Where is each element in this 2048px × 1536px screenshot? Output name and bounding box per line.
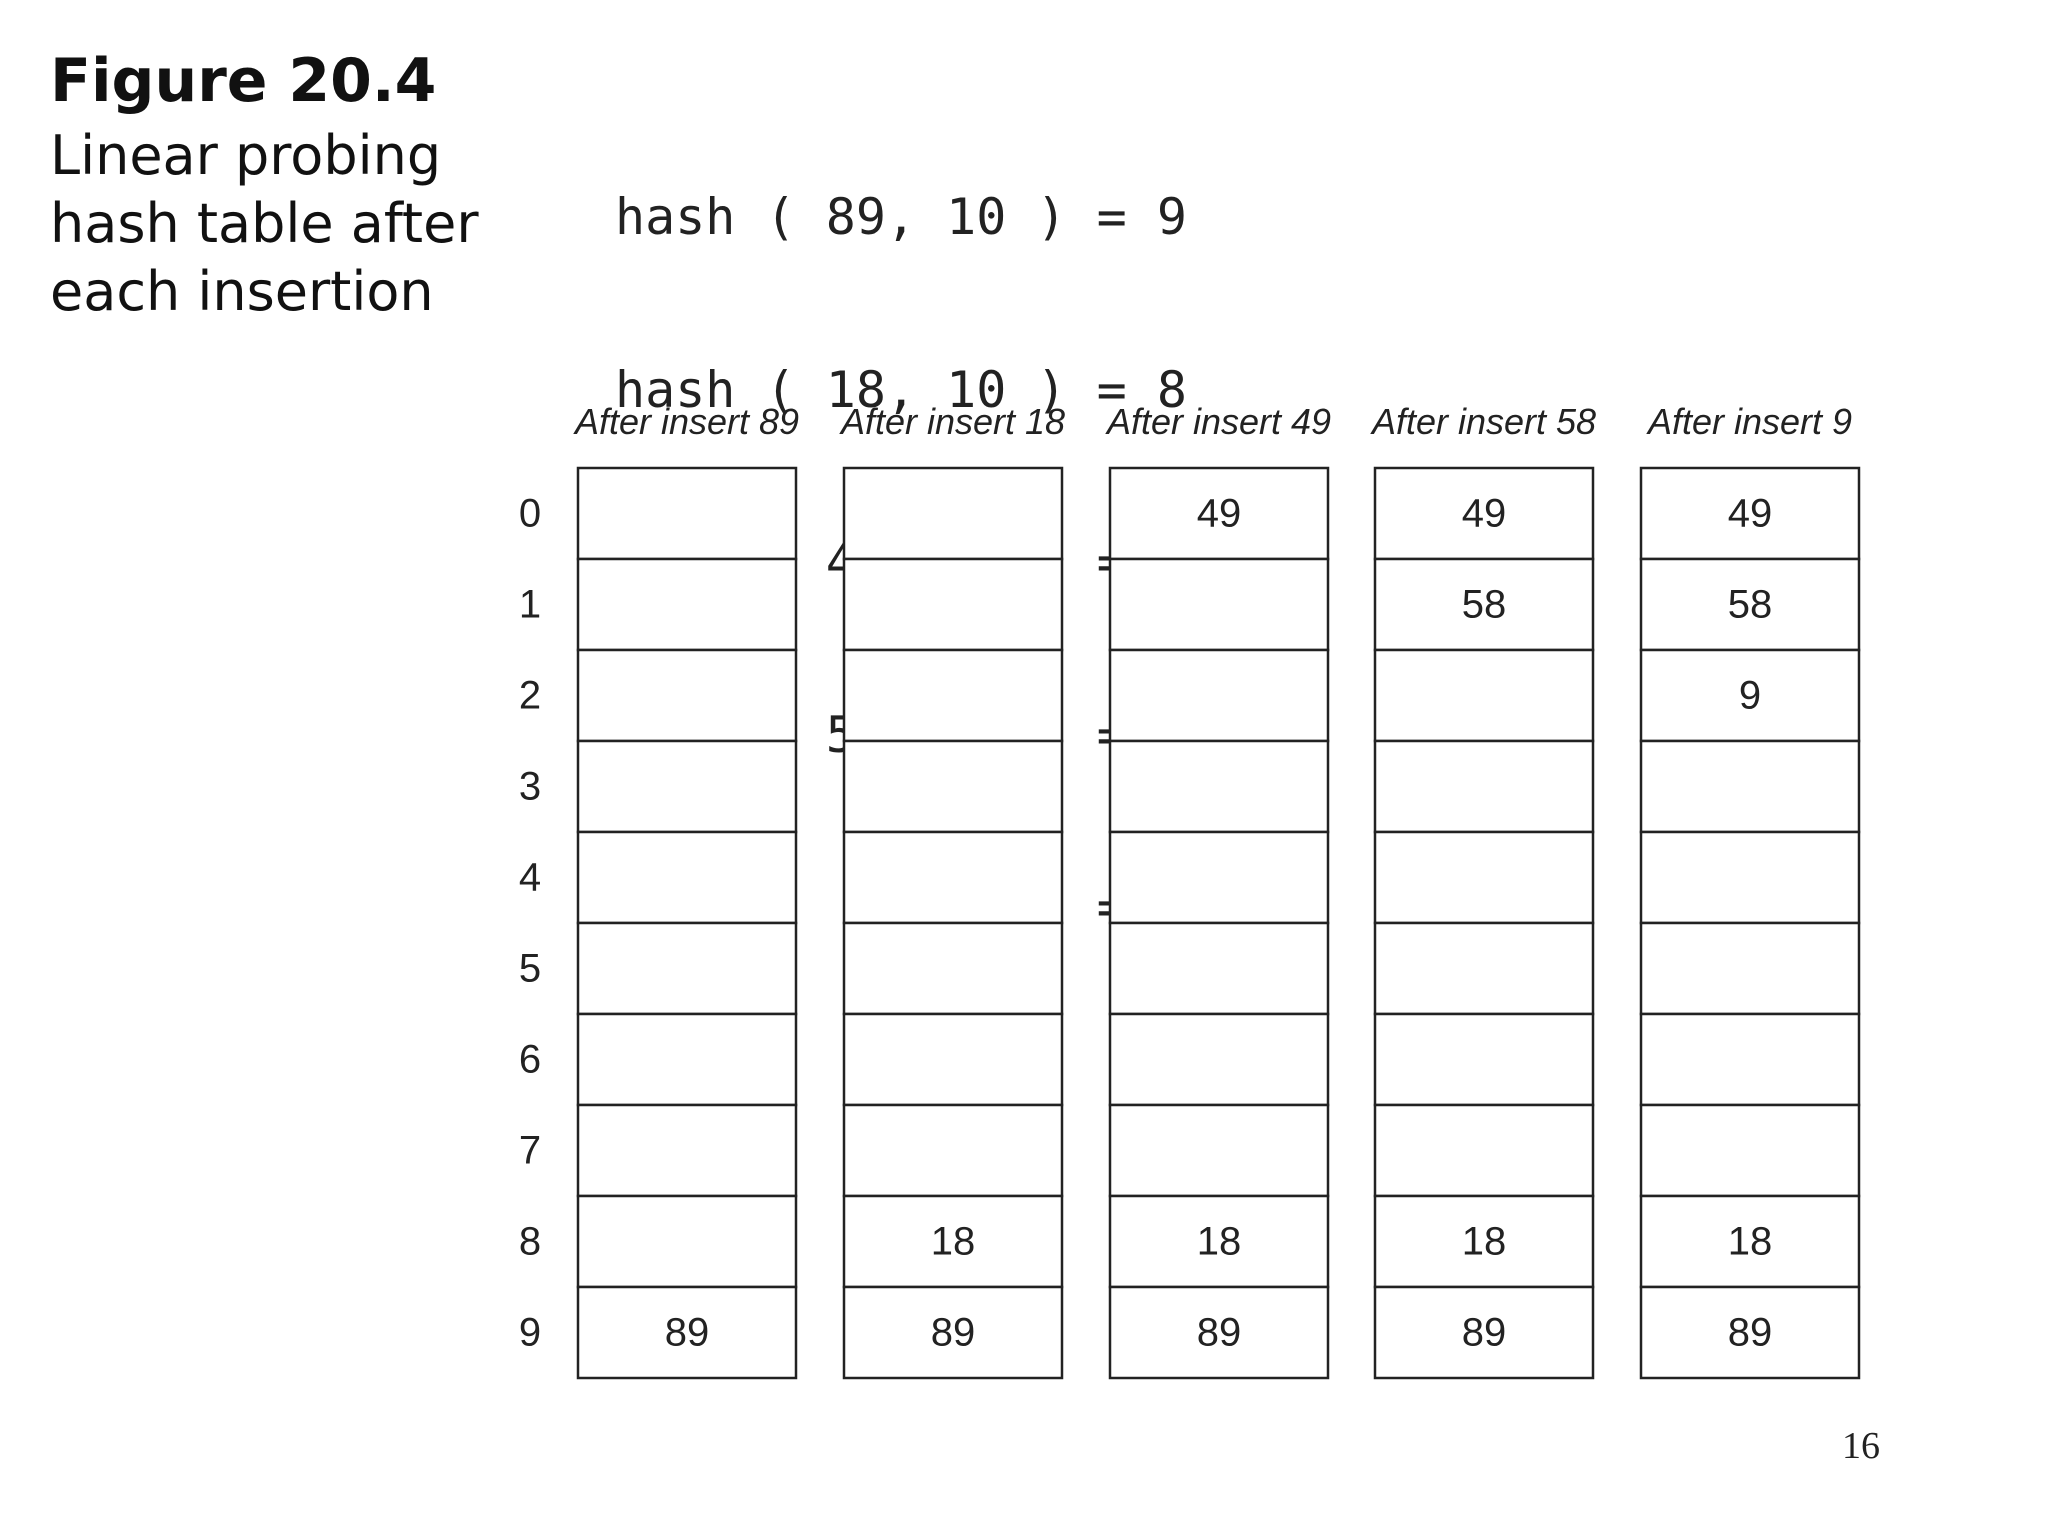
row-index-label: 0	[519, 492, 541, 536]
table-slot	[1373, 921, 1595, 1016]
table-slot	[1108, 921, 1330, 1016]
table-slot	[1373, 466, 1595, 561]
table-slot	[576, 830, 798, 925]
table-slot	[1639, 466, 1861, 561]
table-slot	[842, 1103, 1064, 1198]
snapshot-label: After insert 18	[839, 401, 1065, 442]
table-slot	[1108, 739, 1330, 834]
slot-value: 58	[1728, 583, 1773, 627]
row-index-label: 1	[519, 583, 541, 627]
table-slot	[1373, 830, 1595, 925]
slot-value: 49	[1197, 492, 1242, 536]
table-slot	[842, 921, 1064, 1016]
table-slot	[1373, 1285, 1595, 1380]
table-slot	[842, 466, 1064, 561]
table-slot	[1108, 1194, 1330, 1289]
slot-value: 18	[1728, 1220, 1773, 1264]
table-slot	[1373, 1012, 1595, 1107]
snapshot-label: After insert 49	[1105, 401, 1331, 442]
slot-value: 18	[1197, 1220, 1242, 1264]
table-slot	[842, 648, 1064, 743]
table-slot	[1108, 557, 1330, 652]
table-slot	[842, 739, 1064, 834]
table-slot	[1108, 1012, 1330, 1107]
hash-line: hash ( 89, 10 ) = 9	[615, 188, 1187, 246]
table-slot	[1108, 648, 1330, 743]
table-slot	[1639, 1285, 1861, 1380]
row-index-label: 6	[519, 1038, 541, 1082]
hash-table-snapshot: After insert 89 89	[573, 401, 799, 1380]
table-slot	[576, 921, 798, 1016]
table-slot	[1639, 1012, 1861, 1107]
figure-description: Linear probing hash table after each ins…	[50, 124, 479, 323]
table-slot	[1108, 830, 1330, 925]
slot-value: 18	[931, 1220, 976, 1264]
table-slot	[1639, 557, 1861, 652]
table-slot	[1373, 557, 1595, 652]
slot-value: 58	[1462, 583, 1507, 627]
hash-table-snapshot: After insert 9 49 58 9 18 89	[1639, 401, 1861, 1380]
table-slot	[576, 739, 798, 834]
table-slot	[842, 830, 1064, 925]
table-slot	[1639, 648, 1861, 743]
hash-table-snapshot: After insert 49 49 18 89	[1105, 401, 1331, 1380]
table-slot	[576, 1285, 798, 1380]
snapshot-label: After insert 58	[1370, 401, 1596, 442]
table-slot	[576, 1103, 798, 1198]
table-slot	[576, 1012, 798, 1107]
slot-value: 89	[1197, 1311, 1242, 1355]
slot-value: 89	[1728, 1311, 1773, 1355]
table-slot	[842, 1285, 1064, 1380]
hash-table-snapshot: After insert 18 18 89	[839, 401, 1065, 1380]
hash-table-snapshot: After insert 58 49 58 18 89	[1370, 401, 1596, 1380]
table-slot	[576, 1194, 798, 1289]
table-slot	[1373, 1103, 1595, 1198]
slot-value: 89	[931, 1311, 976, 1355]
figure-caption: Figure 20.4 Linear probing hash table af…	[50, 40, 520, 326]
slot-value: 89	[1462, 1311, 1507, 1355]
page-number: 16	[1842, 1425, 1880, 1467]
row-index-label: 8	[519, 1220, 541, 1264]
table-slot	[576, 466, 798, 561]
table-slot	[1639, 1194, 1861, 1289]
table-slot	[1639, 1103, 1861, 1198]
table-slot	[1108, 1103, 1330, 1198]
row-index-label: 2	[519, 674, 541, 718]
table-slot	[842, 1012, 1064, 1107]
slot-value: 49	[1728, 492, 1773, 536]
row-index-label: 5	[519, 947, 541, 991]
slot-value: 18	[1462, 1220, 1507, 1264]
slot-value: 89	[665, 1311, 710, 1355]
table-slot	[576, 557, 798, 652]
row-index-label: 7	[519, 1129, 541, 1173]
row-index-label: 9	[519, 1311, 541, 1355]
table-slot	[1639, 830, 1861, 925]
table-slot	[1639, 739, 1861, 834]
table-slot	[1373, 648, 1595, 743]
row-index-label: 4	[519, 856, 541, 900]
figure-title: Figure 20.4	[50, 46, 437, 116]
row-index-label: 3	[519, 765, 541, 809]
table-slot	[1639, 921, 1861, 1016]
slot-value: 49	[1462, 492, 1507, 536]
table-slot	[576, 648, 798, 743]
hash-line: hash ( 18, 10 ) = 8	[615, 360, 1187, 419]
slot-value: 9	[1739, 674, 1761, 718]
snapshot-label: After insert 9	[1646, 401, 1852, 442]
snapshot-label: After insert 89	[573, 401, 799, 442]
table-slot	[1373, 1194, 1595, 1289]
table-slot	[842, 557, 1064, 652]
table-slot	[1373, 739, 1595, 834]
table-slot	[1108, 1285, 1330, 1380]
